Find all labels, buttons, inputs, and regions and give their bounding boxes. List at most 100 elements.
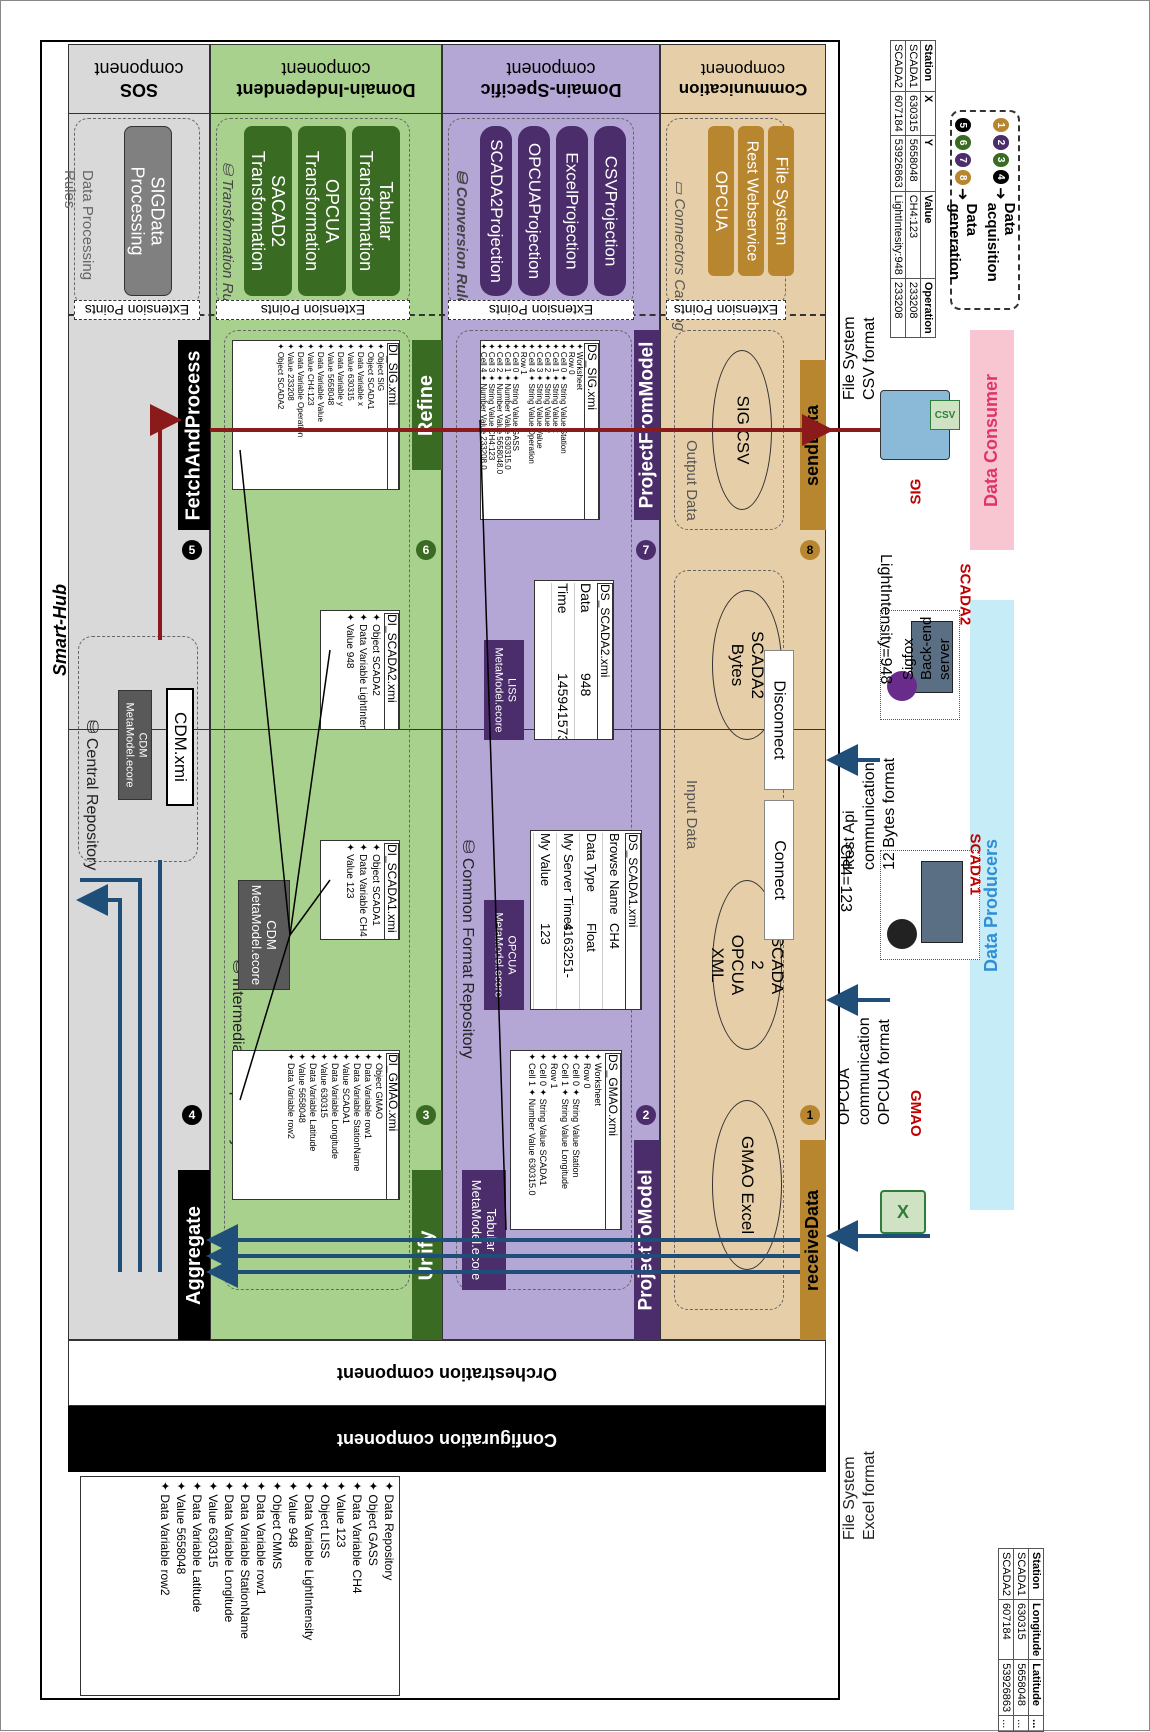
consumer-desc-2: CSV format — [861, 317, 878, 400]
table-header: Operation — [920, 278, 936, 338]
legend-gen-row: 5 6 7 8 ➜ Data generation — [946, 118, 980, 306]
legend-acq-row: 1 2 3 4 ➜ Data acquisition — [984, 118, 1018, 306]
orchestration-bar: Orchestration component — [68, 1340, 826, 1406]
step-6: 6 — [416, 540, 436, 560]
sigfox-2: Back-end — [918, 616, 935, 680]
tree-item: ✦ Data Variable Latitude — [190, 1481, 204, 1613]
tree-item: ✦ Value 630315 — [206, 1481, 220, 1568]
table-header: Y — [920, 135, 936, 192]
connect-button[interactable]: Connect — [764, 800, 794, 940]
table-cell: 5658048 — [1013, 1659, 1029, 1716]
legend-gen-label: Data generation — [946, 203, 980, 281]
gmao-desc-1: File System — [841, 1456, 858, 1540]
scada2-desc-3: 12 Bytes format — [881, 757, 898, 870]
di-scada1-box: DI_SCADA1.xmi ✦ Object SCADA1✦ Data Vari… — [320, 840, 400, 940]
table-cell: 630315 — [1013, 1599, 1029, 1660]
tree-item: ✦ Data Repository — [382, 1481, 396, 1581]
csv-text: CSV — [934, 409, 956, 421]
step-8: 8 — [800, 540, 820, 560]
generation-arrows — [150, 404, 934, 640]
liss-metamodel: LISS MetaModel.ecore — [484, 640, 524, 740]
table-header: ... — [1028, 1715, 1044, 1732]
table-cell: ... — [998, 1715, 1014, 1732]
tree-item: ✦ Data Variable LightIntensity — [302, 1481, 316, 1641]
input-scada-opcua: SCADA 2 OPCUA XML — [708, 880, 787, 1050]
rule-tabular: Tabular Transformation — [352, 126, 400, 296]
sigfox-3: server — [936, 638, 953, 680]
table-cell: 233208 — [890, 278, 906, 338]
tree-item: ✦ Data Variable StationName — [238, 1481, 252, 1639]
legend-box: 1 2 3 4 ➜ Data acquisition 5 6 7 8 ➜ Dat… — [946, 110, 1020, 310]
legend-gen-8: 8 — [955, 170, 971, 185]
gmao-desc-2: Excel format — [861, 1451, 878, 1540]
central-repository-group — [78, 636, 198, 862]
data-consumer-box: Data Consumer — [970, 330, 1014, 550]
acquisition-arrows — [76, 744, 930, 1288]
scada1-label: SCADA1 — [966, 833, 984, 896]
data-producers-text: Data Producers — [981, 838, 1002, 972]
data-consumer-text: Data Consumer — [981, 373, 1002, 507]
legend-gen-7: 7 — [955, 152, 971, 168]
csv-icon: CSV — [930, 400, 960, 430]
legend-acq-label: Data acquisition — [984, 202, 1018, 282]
cdm-metamodel-intermediate: CDM MetaModel.ecore — [238, 880, 290, 990]
scada1-device-icon — [880, 850, 980, 960]
rule-opcua: OPCUA Transformation — [298, 126, 346, 296]
table-cell: 5392686­3 — [998, 1659, 1014, 1716]
tree-item: ✦ Data Variable row1 — [254, 1481, 268, 1596]
scada1-desc-1: OPCUA — [836, 1068, 853, 1125]
cdm-metamodel-central: CDM MetaModel.ecore — [118, 690, 152, 800]
table-header: Longitude — [1028, 1599, 1044, 1660]
table-cell: ... — [1013, 1715, 1029, 1732]
table-cell: 5658048 — [905, 135, 921, 192]
data-repository-panel: ✦ Data Repository✦ Object GASS ✦ Data Var… — [80, 1476, 400, 1696]
table-cell: 233208 — [905, 278, 921, 338]
di-sig-box: DI_SIG.xmi ✦ Object SIG✦ Object SCADA1✦ … — [232, 340, 400, 490]
step-4: 4 — [182, 1105, 202, 1125]
scada1-desc-2: communication — [856, 1017, 873, 1125]
legend-gen-5: 5 — [955, 118, 971, 133]
scada1-desc-3: OPCUA format — [876, 1019, 893, 1125]
di-gmao-box: DI_GMAO.xmi ✦ Object GMAO✦ Data Variable… — [232, 1050, 400, 1200]
tree-item: ✦ Value 123 — [334, 1481, 348, 1548]
legend-acq-4: 4 — [993, 169, 1009, 185]
proj-csv: CSVProjection — [594, 126, 626, 296]
scada2-desc-2: communication — [861, 762, 878, 870]
disconnect-button[interactable]: Disconnect — [764, 650, 794, 790]
tree-item: ✦ Object LISS — [318, 1481, 332, 1559]
table-header: Latitude — [1028, 1659, 1044, 1716]
connector-fs: File System — [768, 126, 794, 276]
rule-sacad2: SACAD2 Transformation — [244, 126, 292, 296]
tree-item: ✦ Data Variable Longitude — [222, 1481, 236, 1623]
proj-excel: ExcelProjection — [556, 126, 588, 296]
connector-rest: Rest Webservice — [738, 126, 764, 276]
refine-op: Refine — [412, 340, 442, 470]
table-cell: SCADA1 — [1013, 1548, 1029, 1600]
table-cell: LightIntesity:948 — [890, 191, 906, 279]
scada2-desc-1: Rest Api — [841, 810, 858, 870]
cdm-xmi: CDM.xmi — [166, 688, 194, 806]
scada2-device-icon — [880, 610, 960, 720]
legend-acq-3: 3 — [993, 152, 1009, 167]
input-gmao-excel: GMAO Excel — [712, 1100, 782, 1270]
common-repository-group — [456, 330, 632, 1290]
table-header: Value — [920, 191, 936, 279]
table-header: Station — [920, 40, 936, 92]
tree-item: ✦ Object GASS — [366, 1481, 380, 1566]
scada2-label: SCADA2 — [956, 563, 974, 626]
scada2-desc: Rest Api communication 12 Bytes format — [840, 720, 910, 870]
step-5: 5 — [182, 540, 202, 560]
table-cell: 53926863 — [890, 135, 906, 192]
tree-item: ✦ Value 948 — [286, 1481, 300, 1548]
opcua-metamodel: OPCUA MetaModel.ecore — [484, 900, 524, 1010]
receive-data-op: receiveData — [800, 1140, 826, 1340]
